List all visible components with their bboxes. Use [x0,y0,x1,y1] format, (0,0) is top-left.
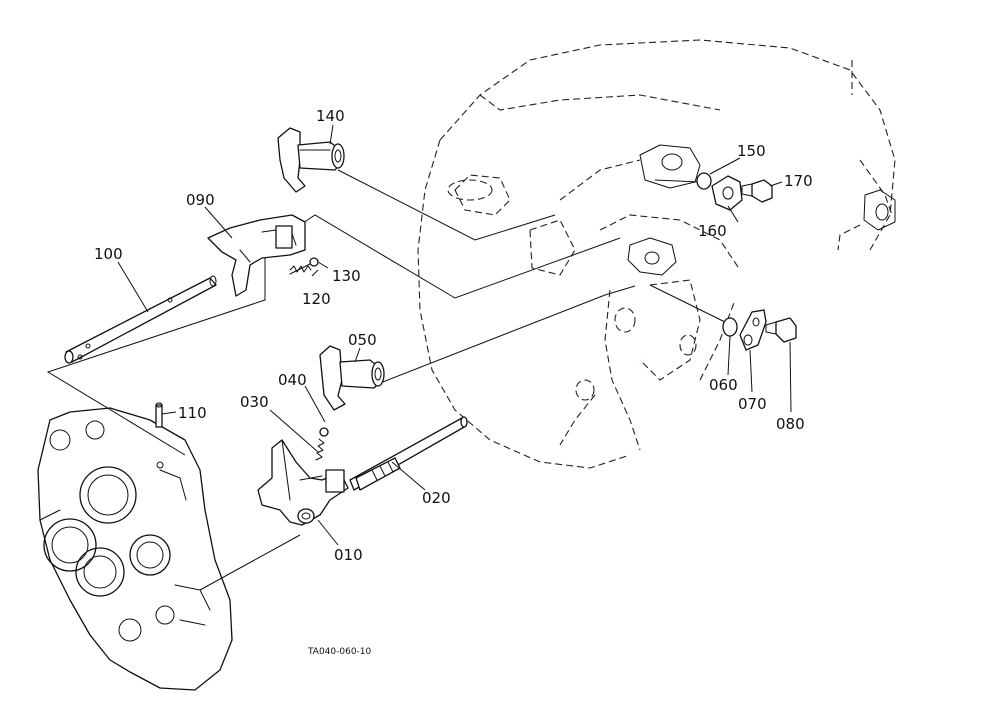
part-040-ball [319,427,329,437]
callout-140: 140 [316,107,345,125]
housing-bosses [627,144,896,276]
transmission-housing [417,39,896,469]
callout-030: 030 [240,393,269,411]
callout-080: 080 [776,415,805,433]
callout-040: 040 [278,371,307,389]
part-050-shift-arm [319,345,385,411]
front-housing [37,407,233,691]
part-060-o-ring [722,317,738,337]
callout-070: 070 [738,395,767,413]
callout-150: 150 [737,142,766,160]
callout-120: 120 [302,290,331,308]
part-020-fork-rod [349,416,468,491]
callout-130: 130 [332,267,361,285]
leader-lines [117,124,792,546]
callout-060: 060 [709,376,738,394]
callout-020: 020 [422,489,451,507]
part-030-spring [315,438,325,461]
callout-010: 010 [334,546,363,564]
part-080-bolt [765,317,797,343]
part-150-o-ring [696,172,712,190]
part-140-shift-arm [277,127,345,193]
callout-170: 170 [784,172,813,190]
part-100-fork-rod [64,275,217,364]
part-010-shift-fork [257,439,349,526]
callout-090: 090 [186,191,215,209]
callout-050: 050 [348,331,377,349]
part-160-plate [711,175,743,211]
callout-100: 100 [94,245,123,263]
part-090-shift-fork [207,214,306,297]
part-130-ball [309,257,319,267]
callout-110: 110 [178,404,207,422]
part-070-plate [739,309,767,351]
figure-id: TA040-060-10 [307,647,372,657]
callout-labels: 140 090 100 130 120 050 040 030 110 020 … [94,107,813,564]
part-120-spring [289,263,312,275]
assembly-guide-lines [46,169,726,591]
part-170-bolt [741,179,773,203]
part-110-pin [155,402,163,428]
callout-160: 160 [698,222,727,240]
